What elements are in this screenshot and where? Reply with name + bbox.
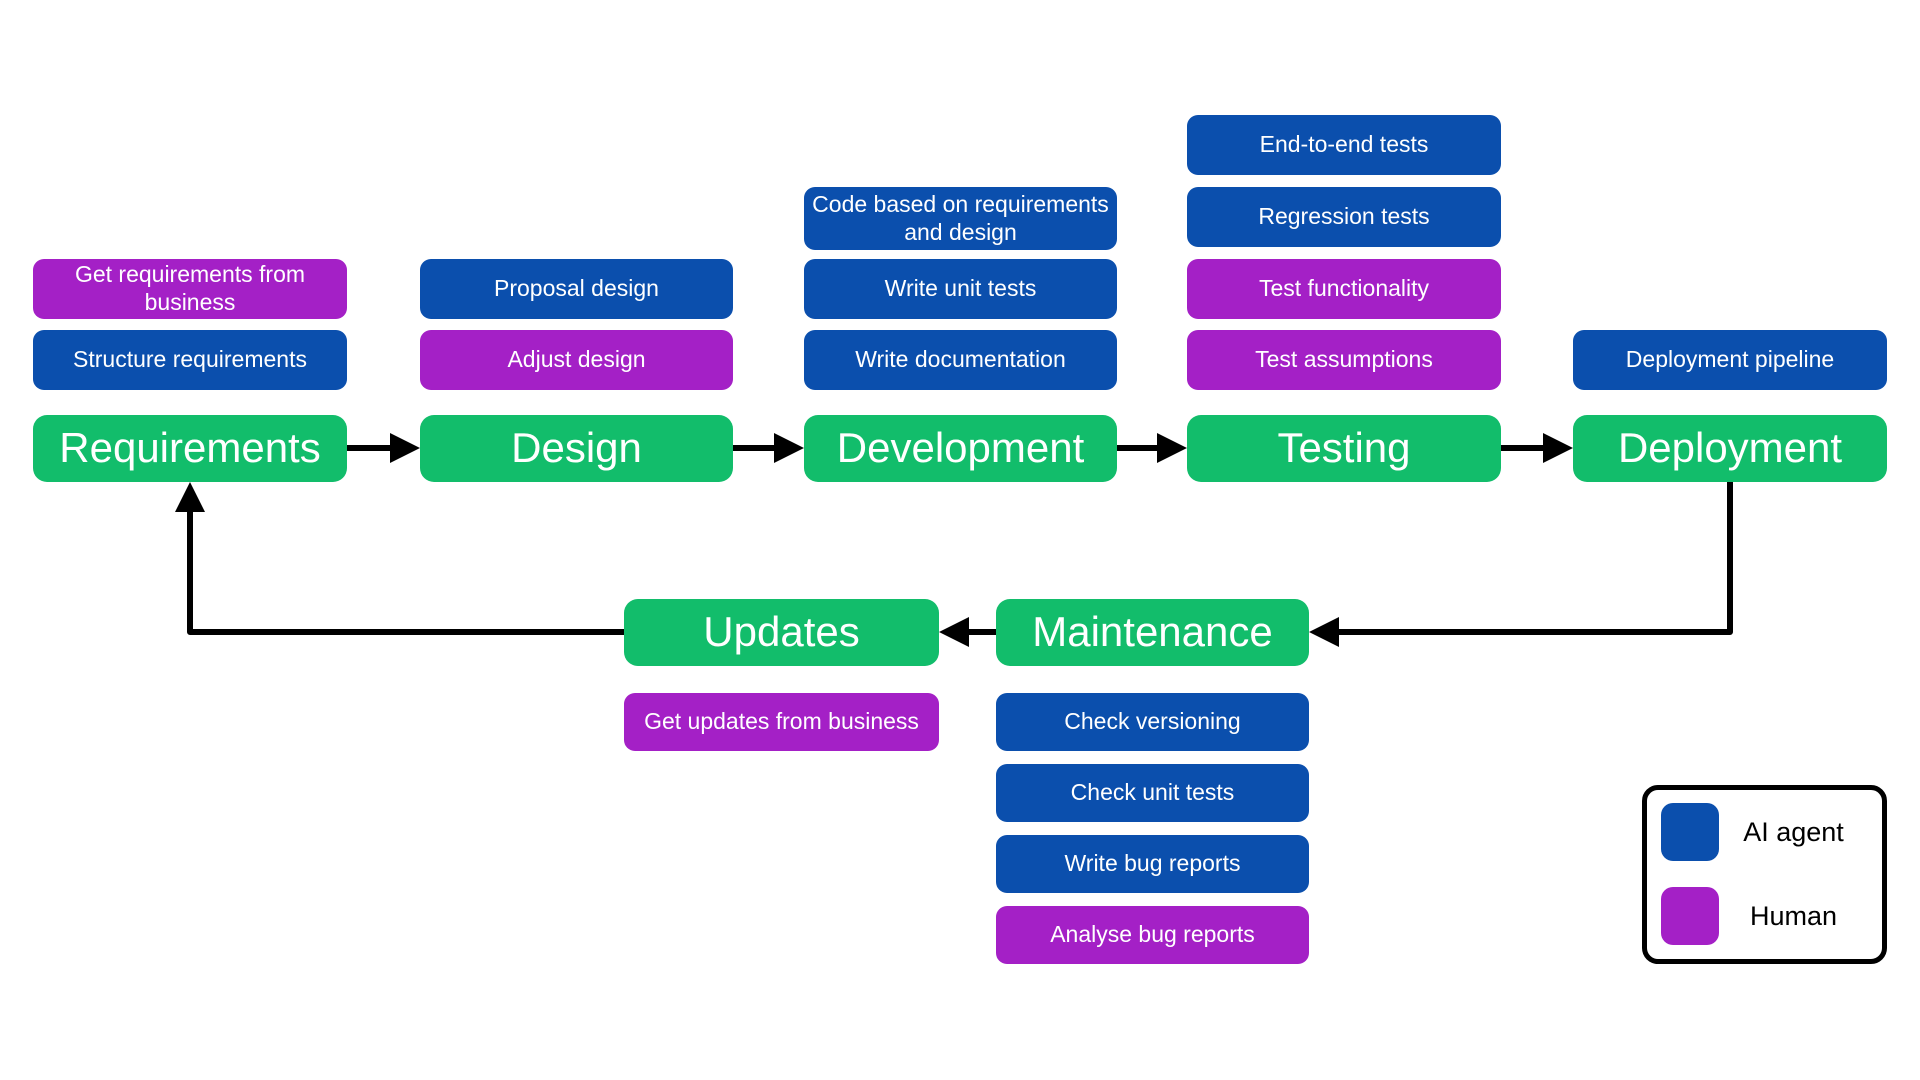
task-adjust-design: Adjust design xyxy=(420,330,733,390)
task-write-bug-reports: Write bug reports xyxy=(996,835,1309,893)
task-code-based-on-requirements: Code based on requirements and design xyxy=(804,187,1117,250)
task-analyse-bug-reports: Analyse bug reports xyxy=(996,906,1309,964)
ai-agent-label: AI agent xyxy=(1743,816,1844,847)
task-regression-tests: Regression tests xyxy=(1187,187,1501,247)
stage-updates: Updates xyxy=(624,599,939,666)
task-test-functionality: Test functionality xyxy=(1187,259,1501,319)
task-end-to-end-tests: End-to-end tests xyxy=(1187,115,1501,175)
stage-requirements: Requirements xyxy=(33,415,347,482)
task-check-versioning: Check versioning xyxy=(996,693,1309,751)
task-get-updates-from-business: Get updates from business xyxy=(624,693,939,751)
task-proposal-design: Proposal design xyxy=(420,259,733,319)
task-deployment-pipeline: Deployment pipeline xyxy=(1573,330,1887,390)
legend-row-ai-agent: AI agent xyxy=(1661,803,1868,861)
legend-row-human: Human xyxy=(1661,887,1868,945)
arrow-updates-to-requirements xyxy=(175,482,624,635)
stage-deployment: Deployment xyxy=(1573,415,1887,482)
arrow-deployment-to-maintenance xyxy=(1309,482,1733,647)
stage-design: Design xyxy=(420,415,733,482)
task-write-documentation: Write documentation xyxy=(804,330,1117,390)
task-get-requirements-from-business: Get requirements from business xyxy=(33,259,347,319)
human-swatch-icon xyxy=(1661,887,1719,945)
stage-testing: Testing xyxy=(1187,415,1501,482)
task-structure-requirements: Structure requirements xyxy=(33,330,347,390)
task-check-unit-tests: Check unit tests xyxy=(996,764,1309,822)
human-label: Human xyxy=(1749,900,1838,931)
stage-development: Development xyxy=(804,415,1117,482)
task-test-assumptions: Test assumptions xyxy=(1187,330,1501,390)
ai-agent-swatch-icon xyxy=(1661,803,1719,861)
legend: AI agent Human xyxy=(1642,785,1887,964)
task-write-unit-tests: Write unit tests xyxy=(804,259,1117,319)
stage-maintenance: Maintenance xyxy=(996,599,1309,666)
